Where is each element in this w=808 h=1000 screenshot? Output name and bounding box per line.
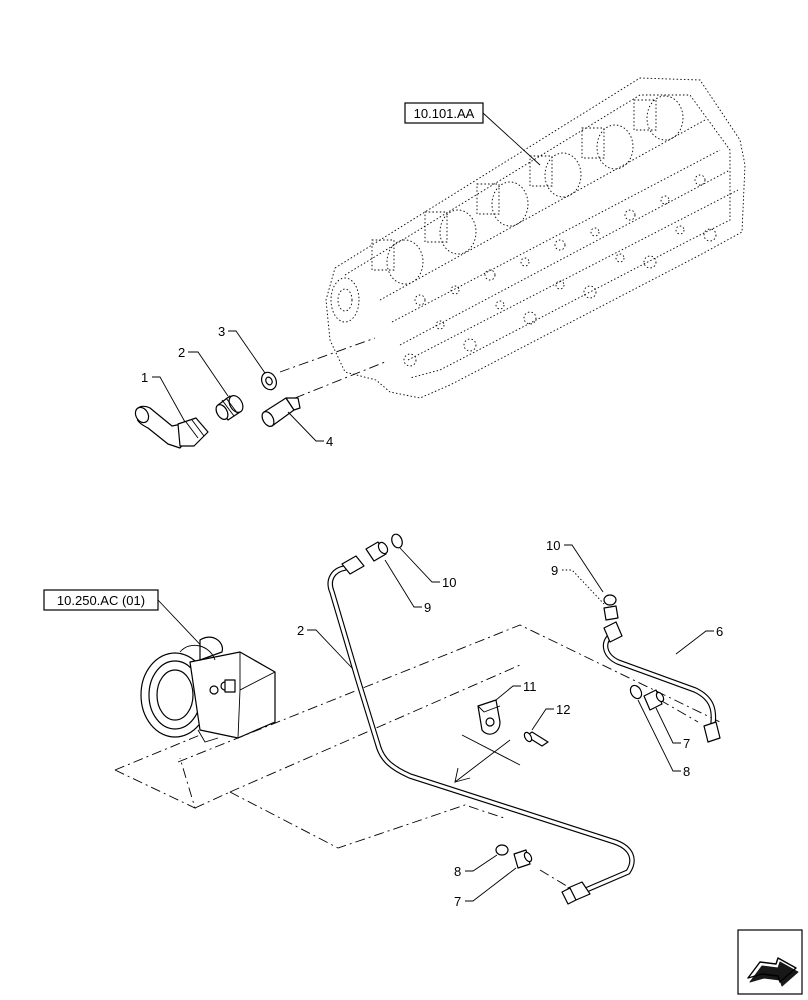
part-pipe-long <box>327 555 635 905</box>
svg-text:10: 10 <box>442 575 456 590</box>
callout-1: 1 <box>141 370 186 423</box>
svg-text:2: 2 <box>297 623 304 638</box>
cylinder-head <box>325 77 746 399</box>
svg-text:7: 7 <box>683 736 690 751</box>
part-washer <box>261 371 277 391</box>
callout-11: 11 <box>495 679 537 701</box>
part-nozzle <box>261 397 301 427</box>
svg-text:9: 9 <box>551 563 558 578</box>
svg-text:1: 1 <box>141 370 148 385</box>
svg-text:10: 10 <box>546 538 560 553</box>
svg-text:2: 2 <box>178 345 185 360</box>
callout-2-upper: 2 <box>178 345 229 397</box>
part-pipe-fittings-top <box>365 533 403 562</box>
part-bottom-fittings <box>495 844 533 869</box>
part-elbow-fitting <box>134 405 209 449</box>
svg-text:8: 8 <box>683 764 690 779</box>
svg-text:12: 12 <box>556 702 570 717</box>
callout-7-bottom: 7 <box>454 867 517 909</box>
part-right-fittings-middle <box>629 684 665 711</box>
svg-text:7: 7 <box>454 894 461 909</box>
svg-text:3: 3 <box>218 324 225 339</box>
reference-cylinder-head[interactable]: 10.101.AA <box>404 102 484 124</box>
callout-9-right: 9 <box>551 563 605 605</box>
callout-3: 3 <box>218 324 266 374</box>
callout-10-right: 10 <box>546 538 604 593</box>
callout-10-top: 10 <box>399 547 456 590</box>
cylinder-bores <box>386 95 684 285</box>
part-clamp <box>477 699 501 735</box>
deck-holes <box>403 174 717 367</box>
svg-text:8: 8 <box>454 864 461 879</box>
part-screw <box>523 731 549 747</box>
svg-text:11: 11 <box>523 679 537 694</box>
callout-9-top: 9 <box>384 559 431 615</box>
part-adapter <box>215 395 244 421</box>
reference-pump-label: 10.250.AC (01) <box>57 593 145 608</box>
callout-7-right: 7 <box>655 707 690 751</box>
part-right-fittings-top <box>603 594 619 621</box>
reference-cylinder-head-label: 10.101.AA <box>414 106 475 121</box>
callout-8-right: 8 <box>637 699 690 779</box>
svg-text:6: 6 <box>716 624 723 639</box>
valve-bosses <box>371 99 657 271</box>
svg-text:9: 9 <box>424 600 431 615</box>
callout-12: 12 <box>531 702 570 731</box>
callout-8-bottom: 8 <box>454 854 498 879</box>
svg-text:4: 4 <box>326 434 333 449</box>
callout-2-pipe: 2 <box>297 623 353 669</box>
callout-4: 4 <box>287 411 333 449</box>
part-pipe-short <box>602 621 721 743</box>
navigation-arrow-icon[interactable] <box>737 929 803 995</box>
pump-body <box>140 636 276 743</box>
callout-6: 6 <box>675 624 723 655</box>
reference-pump[interactable]: 10.250.AC (01) <box>43 589 159 611</box>
